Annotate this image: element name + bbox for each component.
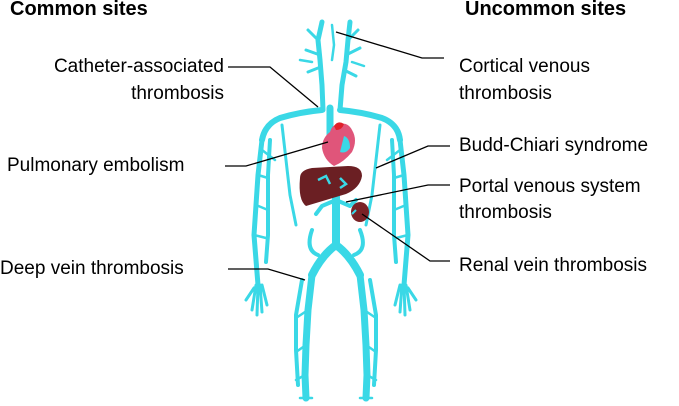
label-portal-line2: thrombosis: [459, 202, 552, 223]
heart: [322, 122, 355, 166]
kidney: [351, 202, 369, 222]
header-common-sites: Common sites: [10, 0, 148, 20]
leader-cortical: [335, 31, 444, 59]
label-budd-chiari: Budd-Chiari syndrome: [459, 135, 649, 156]
leader-budd-chiari: [375, 145, 450, 169]
leader-dvt: [228, 268, 306, 281]
header-uncommon-sites: Uncommon sites: [465, 0, 627, 20]
label-renal-vein-thrombosis: Renal vein thrombosis: [459, 255, 647, 276]
leader-portal: [345, 184, 450, 203]
label-cortical-line1: Cortical venous: [459, 56, 590, 77]
label-catheter-line1: Catheter-associated: [53, 56, 224, 77]
label-deep-vein-thrombosis: Deep vein thrombosis: [0, 258, 184, 279]
leader-catheter: [228, 66, 319, 108]
liver: [299, 166, 362, 206]
label-portal-line1: Portal venous system: [459, 176, 641, 197]
vein-network: [244, 19, 418, 402]
label-pulmonary-embolism: Pulmonary embolism: [7, 155, 185, 176]
leader-renal: [361, 213, 450, 262]
label-catheter-line2: thrombosis: [131, 83, 224, 104]
leader-lines: [225, 31, 450, 281]
label-cortical-line2: thrombosis: [459, 83, 552, 104]
leader-pulmonary: [225, 141, 329, 167]
